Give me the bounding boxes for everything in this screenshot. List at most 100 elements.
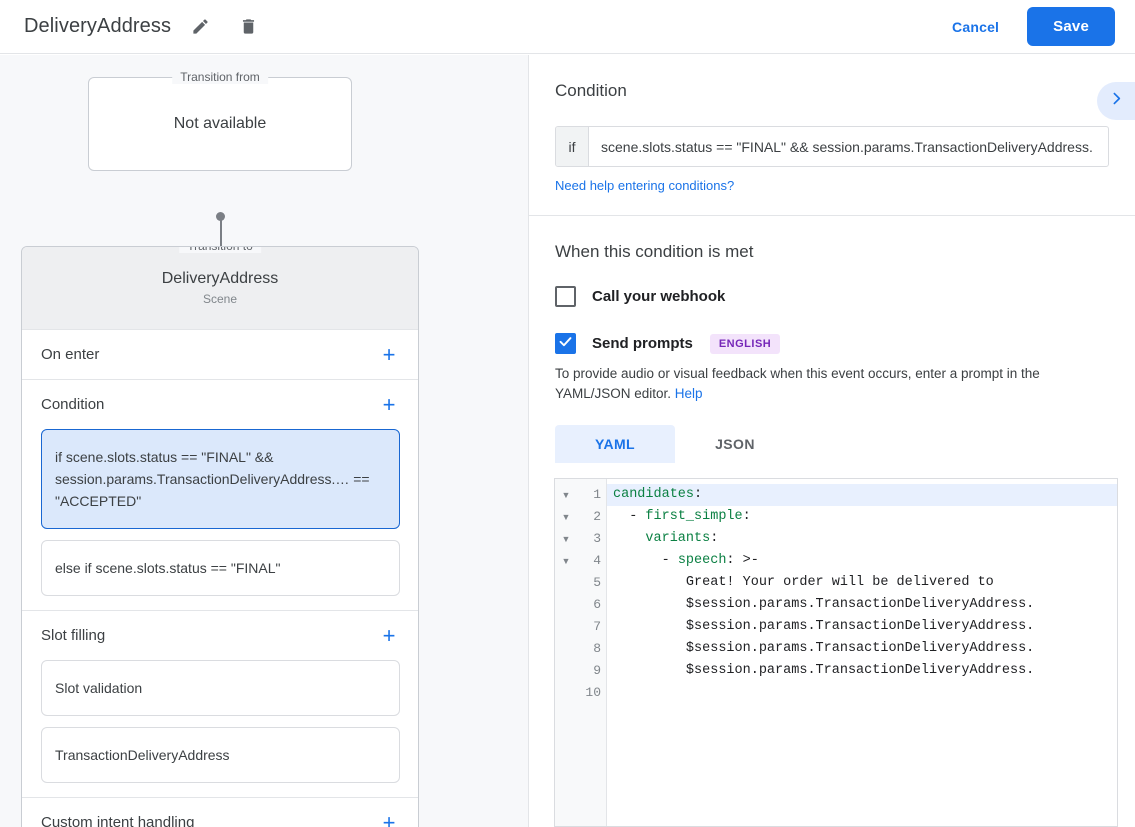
code-line[interactable]: variants: [645,531,719,546]
line-number: 5 [593,575,601,590]
section-header-condition[interactable]: Condition + [22,380,418,429]
condition-help-link[interactable]: Need help entering conditions? [555,178,735,193]
prompt-hint-text: To provide audio or visual feedback when… [555,364,1109,404]
fold-spacer [555,594,577,616]
line-number: 9 [593,663,601,678]
chevron-right-icon [1108,90,1125,112]
scene-card-header[interactable]: Transition to DeliveryAddress Scene [22,247,418,330]
page-title: DeliveryAddress [24,15,172,37]
editor-line-numbers: 1 2 3 4 5 6 7 8 9 10 [577,479,607,826]
slot-item-transaction-delivery-address[interactable]: TransactionDeliveryAddress [41,727,400,783]
section-slot-filling: Slot filling + Slot validation Transacti… [22,611,418,798]
tab-yaml[interactable]: YAML [555,425,675,463]
expand-panel-button[interactable] [1097,82,1135,120]
code-line[interactable]: candidates: [607,484,1117,506]
fold-toggle-icon[interactable]: ▼ [561,490,571,500]
condition-if-label: if [556,127,589,166]
editor-format-tabs: YAML JSON [555,425,1109,463]
delete-button[interactable] [233,12,263,42]
editor-code-area[interactable]: candidates: - first_simple: variants: - … [607,479,1117,826]
send-prompts-label: Send prompts [592,335,693,352]
add-on-enter-icon[interactable]: + [382,341,396,367]
connector-line [220,218,222,272]
prompt-hint-body: To provide audio or visual feedback when… [555,366,1040,401]
condition-item-else-if[interactable]: else if scene.slots.status == "FINAL" [41,540,400,596]
section-header-slot-filling[interactable]: Slot filling + [22,611,418,660]
trash-icon [239,17,258,36]
fold-toggle-icon[interactable]: ▼ [561,534,571,544]
save-button[interactable]: Save [1027,7,1115,46]
scene-graph-pane: Transition from Not available Transition… [0,55,528,827]
code-line[interactable]: - first_simple: [613,509,751,524]
line-number: 1 [593,487,601,502]
transition-from-box[interactable]: Transition from Not available [88,70,352,171]
add-condition-icon[interactable]: + [382,391,396,417]
prompt-help-link[interactable]: Help [674,386,703,401]
section-title-custom-intent: Custom intent handling [41,814,195,827]
slot-item-slot-validation[interactable]: Slot validation [41,660,400,716]
fold-spacer [555,682,577,704]
condition-block: Condition if Need help entering conditio… [529,55,1135,216]
condition-item-selected[interactable]: if scene.slots.status == "FINAL" && sess… [41,429,400,529]
webhook-row[interactable]: Call your webhook [555,286,1109,307]
code-line[interactable] [607,682,1117,704]
transition-from-legend: Transition from [172,70,268,84]
section-header-on-enter[interactable]: On enter + [22,330,418,379]
call-webhook-label: Call your webhook [592,288,726,305]
pencil-icon [191,17,210,36]
language-badge: ENGLISH [709,333,781,354]
section-title-condition: Condition [41,396,105,413]
connector-dot [216,212,225,221]
code-line[interactable]: $session.params.TransactionDeliveryAddre… [685,597,1035,612]
fold-spacer [555,572,577,594]
line-number: 2 [593,509,601,524]
line-number: 4 [593,553,601,568]
condition-input-row[interactable]: if [555,126,1109,167]
main-body: Transition from Not available Transition… [0,55,1135,827]
tab-json[interactable]: JSON [715,436,755,452]
section-custom-intent-handling: Custom intent handling + [22,798,418,827]
section-condition: Condition + if scene.slots.status == "FI… [22,380,418,611]
section-body-condition: if scene.slots.status == "FINAL" && sess… [22,429,418,610]
line-number: 6 [593,597,601,612]
condition-heading: Condition [555,81,627,100]
edit-button[interactable] [185,12,215,42]
scene-type: Scene [202,292,238,306]
editor-fold-column[interactable]: ▼ ▼ ▼ ▼ [555,479,577,826]
yaml-editor[interactable]: ▼ ▼ ▼ ▼ 1 2 3 4 5 6 7 8 9 10 candidates: - first_sim… [554,478,1118,827]
fold-toggle-icon[interactable]: ▼ [561,556,571,566]
section-body-slot-filling: Slot validation TransactionDeliveryAddre… [22,660,418,797]
code-line[interactable]: $session.params.TransactionDeliveryAddre… [685,663,1035,678]
code-line[interactable]: $session.params.TransactionDeliveryAddre… [685,619,1035,634]
fold-spacer [555,616,577,638]
cancel-button[interactable]: Cancel [936,10,1015,44]
fold-spacer [555,638,577,660]
line-number: 3 [593,531,601,546]
line-number: 8 [593,641,601,656]
transition-from-value: Not available [173,115,267,132]
add-slot-filling-icon[interactable]: + [382,622,396,648]
send-prompts-row[interactable]: Send prompts ENGLISH [555,333,1109,354]
code-line[interactable]: $session.params.TransactionDeliveryAddre… [685,641,1035,656]
scene-name: DeliveryAddress [161,270,279,287]
section-title-slot-filling: Slot filling [41,627,106,644]
when-condition-met-block: When this condition is met Call your web… [529,216,1135,463]
transition-to-card: Transition to DeliveryAddress Scene On e… [21,246,419,827]
section-header-custom-intent[interactable]: Custom intent handling + [22,798,418,827]
line-number: 10 [585,685,601,700]
code-line[interactable]: - speech: >- [613,553,759,568]
add-custom-intent-icon[interactable]: + [382,809,396,827]
section-on-enter: On enter + [22,330,418,380]
fold-spacer [555,660,577,682]
transition-to-legend: Transition to [179,247,261,253]
section-title-on-enter: On enter [41,346,100,363]
code-line[interactable]: Great! Your order will be delivered to [685,575,994,590]
send-prompts-checkbox[interactable] [555,333,576,354]
line-number: 7 [593,619,601,634]
condition-input[interactable] [589,127,1108,166]
when-met-heading: When this condition is met [555,242,754,261]
call-webhook-checkbox[interactable] [555,286,576,307]
check-icon [558,334,573,354]
app-header: DeliveryAddress Cancel Save [0,0,1135,54]
fold-toggle-icon[interactable]: ▼ [561,512,571,522]
